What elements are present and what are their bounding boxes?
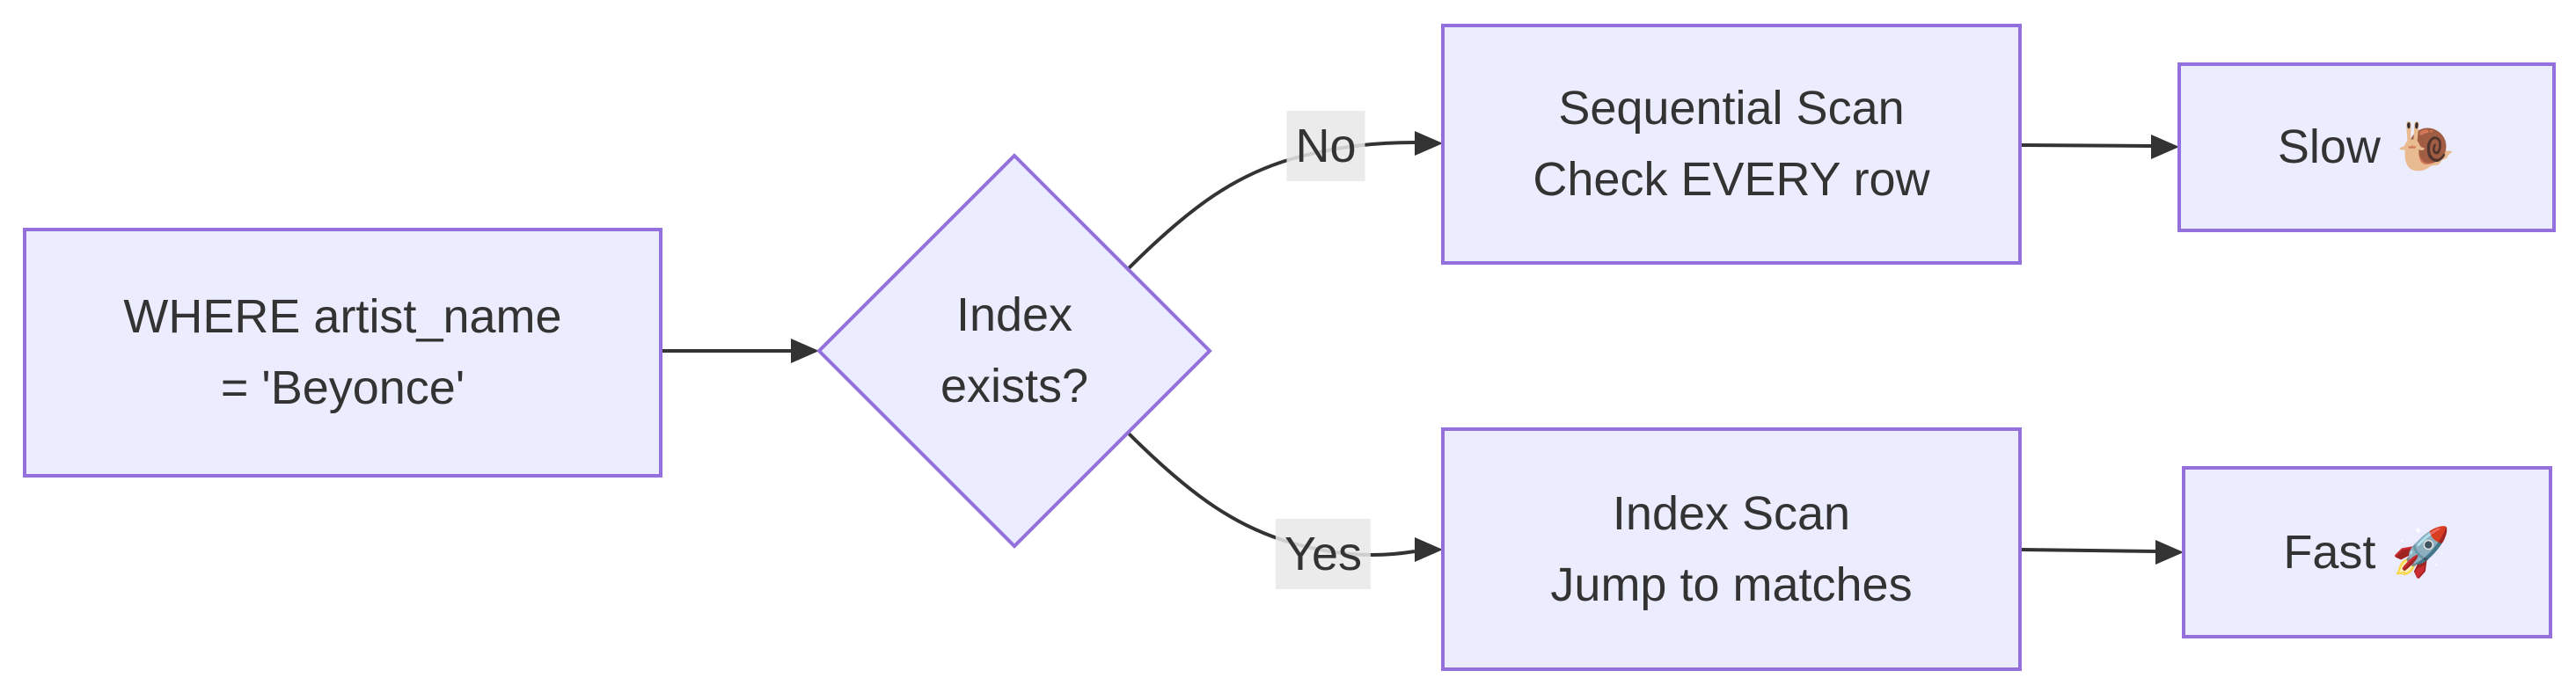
slow-label: Slow (2277, 120, 2381, 173)
snail-emoji: 🐌 (2396, 120, 2456, 173)
node-where-clause: WHERE artist_name = 'Beyonce' (23, 228, 662, 478)
edge-label-no: No (1286, 111, 1365, 181)
index-scan-line2: Jump to matches (1550, 558, 1913, 611)
index-scan-line1: Index Scan (1612, 486, 1851, 540)
node-decision-index-exists: Index exists? (838, 244, 1190, 458)
edge-label-yes: Yes (1275, 519, 1372, 589)
arrowhead-decision-to-indexscan (1415, 537, 1443, 562)
node-slow: Slow 🐌 (2177, 62, 2556, 232)
arrowhead-decision-to-seqscan (1415, 131, 1443, 156)
node-sequential-scan: Sequential Scan Check EVERY row (1441, 24, 2022, 265)
decision-diamond-shape (816, 153, 1212, 549)
sequential-scan-line2: Check EVERY row (1533, 153, 1930, 206)
where-clause-line2: = 'Beyonce' (220, 361, 465, 414)
arrowhead-seqscan-to-slow (2151, 135, 2179, 159)
arrowhead-where-to-decision (791, 339, 819, 363)
edge-indexscan-to-fast (2021, 548, 2156, 553)
node-index-scan: Index Scan Jump to matches (1441, 427, 2022, 671)
sequential-scan-line1: Sequential Scan (1558, 82, 1905, 135)
fast-label: Fast (2283, 525, 2376, 579)
arrowhead-indexscan-to-fast (2155, 540, 2184, 565)
node-fast: Fast 🚀 (2182, 466, 2552, 638)
decision-line1: Index (955, 288, 1073, 341)
edge-seqscan-to-slow (2021, 143, 2152, 148)
decision-line2: exists? (940, 360, 1089, 412)
where-clause-line1: WHERE artist_name (123, 290, 562, 343)
rocket-emoji: 🚀 (2391, 525, 2451, 579)
